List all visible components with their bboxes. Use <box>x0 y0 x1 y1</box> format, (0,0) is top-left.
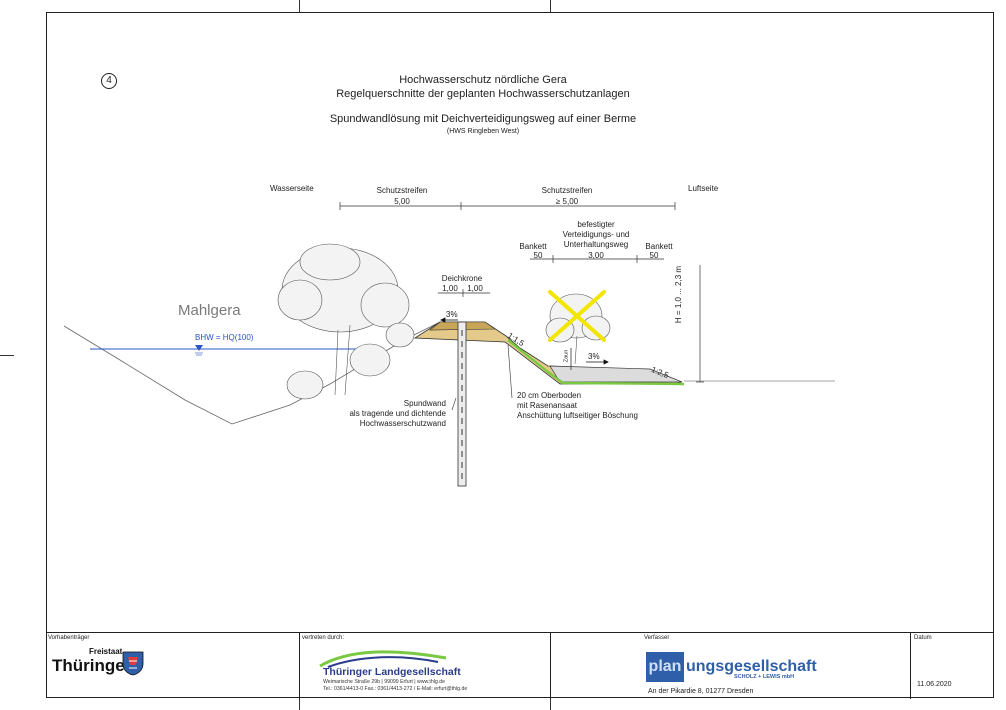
protection-strip-right-dim: ≥ 5,00 <box>555 197 579 206</box>
bank-left-dim: 50 <box>533 251 543 260</box>
dimension-lines <box>339 202 704 383</box>
section-title: Spundwandlösung mit Deichverteidigungswe… <box>329 113 637 125</box>
coat-of-arms-icon <box>122 651 144 676</box>
crest-label: Deichkrone <box>441 274 483 283</box>
removal-cross-icon <box>548 290 606 342</box>
shrub-icon <box>286 322 415 400</box>
crest-right-dim: 1,00 <box>467 284 483 293</box>
sheet-title: Hochwasserschutz nördliche Gera <box>399 74 567 86</box>
protection-strip-left-label: Schutzstreifen <box>376 186 428 195</box>
protection-strip-right-label: Schutzstreifen <box>541 186 593 195</box>
path-slope-label: 3% <box>588 352 600 361</box>
crest-left-dim: 1,00 <box>442 284 458 293</box>
air-side-label: Luftseite <box>688 184 719 193</box>
representative-address: Weimarische Straße 29b | 99099 Erfurt | … <box>323 679 467 693</box>
sheet-pile-label-text: Spundwand als tragende und dichtende Hoc… <box>349 399 446 428</box>
fold-mark <box>0 355 14 356</box>
sheet-pile <box>457 321 467 487</box>
topsoil-label-text: 20 cm Oberboden mit Rasenansaat Anschütt… <box>517 391 638 420</box>
height-label: H = 1,0 ... 2,3 m <box>674 265 684 324</box>
section-subtitle: (HWS Ringleben West) <box>446 128 520 135</box>
title-block: Vorhabenträger vertreten durch: Verfasse… <box>46 632 994 699</box>
title-block-divider <box>910 633 911 699</box>
fold-mark <box>550 698 551 710</box>
author-address: An der Pikardie 8, 01277 Dresden <box>648 688 754 695</box>
title-block-divider <box>550 633 551 699</box>
drawing-date: 11.06.2020 <box>917 681 952 688</box>
bank-left-label: Bankett <box>519 242 547 251</box>
path-label: befestigter Verteidigungs- und Unterhalt… <box>563 220 630 250</box>
landgesellschaft-logo-icon <box>319 650 447 668</box>
tree-icon <box>277 243 410 396</box>
representative-address-line: Weimarische Straße 29b | 99099 Erfurt | … <box>323 679 445 685</box>
sheet-frame <box>46 12 994 698</box>
water-level-label: BHW = HQ(100) <box>195 333 254 342</box>
fold-mark <box>299 698 300 710</box>
title-block-divider <box>299 633 300 699</box>
author-logo-mark: plan <box>646 652 684 682</box>
path-label-text: befestigter Verteidigungs- und Unterhalt… <box>562 220 630 249</box>
water-level-marker-icon <box>195 345 203 351</box>
client-logo-small: Freistaat <box>89 647 123 656</box>
author-logo-name: ungsgesellschaft <box>686 658 817 675</box>
sheet-subtitle: Regelquerschnitte der geplanten Hochwass… <box>336 88 630 100</box>
client-label: Vorhabenträger <box>48 635 90 641</box>
representative-name: Thüringer Landgesellschaft <box>323 666 461 678</box>
fold-mark <box>299 0 300 12</box>
sheet-pile-label: Spundwand als tragende und dichtende Hoc… <box>349 399 446 429</box>
fence-label: Zaun <box>563 349 570 363</box>
author-label: Verfasser <box>644 635 670 641</box>
crest-slope-label: 3% <box>446 310 458 319</box>
representative-contact-line: Tel.: 0361/4413-0 Fax.: 0361/4413-272 / … <box>323 686 468 692</box>
cross-section-drawing <box>63 202 835 487</box>
representative-label: vertreten durch: <box>302 635 345 641</box>
client-logo: Thüringen <box>52 656 136 675</box>
topsoil-layer <box>507 339 685 386</box>
bank-right-label: Bankett <box>645 242 673 251</box>
slope-arrow-icon <box>440 317 609 365</box>
author-logo-subtitle: SCHOLZ + LEWIS mbH <box>734 674 795 680</box>
river-label: Mahlgera <box>178 302 241 319</box>
date-label: Datum <box>914 635 932 641</box>
berm-path <box>549 365 683 383</box>
protection-strip-left-dim: 5,00 <box>394 197 410 206</box>
bank-right-dim: 50 <box>649 251 659 260</box>
crossed-tree-icon <box>545 293 611 365</box>
leader-lines <box>451 344 513 411</box>
fold-mark <box>550 0 551 12</box>
topsoil-label: 20 cm Oberboden mit Rasenansaat Anschütt… <box>517 391 638 421</box>
path-dim: 3,00 <box>588 251 604 260</box>
sheet-number: 4 <box>101 73 117 89</box>
water-side-label: Wasserseite <box>270 184 314 193</box>
